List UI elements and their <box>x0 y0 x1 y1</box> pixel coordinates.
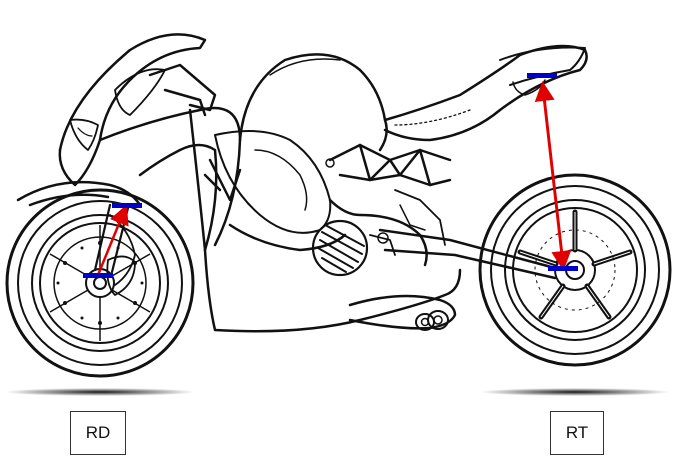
rear-wheel <box>478 173 672 367</box>
ground-shadows <box>5 388 670 396</box>
rear-axle-marker <box>548 266 578 271</box>
front-axle-marker <box>83 273 113 278</box>
front-fork-top-marker <box>112 203 142 208</box>
rear-wheel-shadow <box>480 388 670 396</box>
rear-label-text: RT <box>565 423 589 442</box>
measurement-overlay <box>83 73 578 278</box>
rear-measure-arrow-lower <box>541 89 572 271</box>
seat-marker <box>527 73 557 78</box>
front-wheel-shadow <box>5 388 195 396</box>
front-label-rd: RD <box>70 411 126 455</box>
rear-label-rt: RT <box>550 411 604 455</box>
front-wheel <box>5 188 195 378</box>
front-label-text: RD <box>85 423 111 442</box>
motorcycle-body <box>16 33 588 333</box>
front-measure-arrow <box>96 204 129 276</box>
